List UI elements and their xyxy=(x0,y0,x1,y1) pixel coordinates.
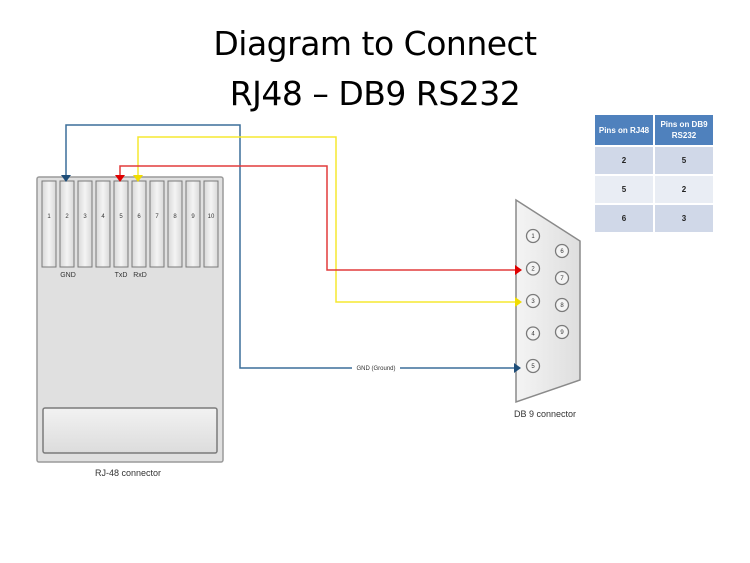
table-header-db9: Pins on DB9 RS232 xyxy=(655,115,713,145)
table-cell-rj48: 6 xyxy=(595,205,653,232)
table-cell-db9: 5 xyxy=(655,147,713,174)
db9-pin-number: 1 xyxy=(531,234,535,240)
rj48-pin-slot xyxy=(113,180,129,268)
table-cell-rj48: 2 xyxy=(595,147,653,174)
rj48-txd-label: TxD xyxy=(115,272,128,279)
rj48-pin-number: 3 xyxy=(83,214,87,220)
rj48-pin-number: 10 xyxy=(208,214,215,220)
wire-txd-arrow-db9 xyxy=(515,265,522,275)
rj48-pin-slot xyxy=(59,180,75,268)
pin-mapping-table: Pins on RJ48 Pins on DB9 RS232 2 5 5 2 6… xyxy=(593,113,715,234)
table-row: 5 2 xyxy=(595,176,713,203)
table-cell-db9: 2 xyxy=(655,176,713,203)
rj48-pin-slot xyxy=(131,180,147,268)
rj48-pin-number: 7 xyxy=(155,214,159,220)
wire-gnd-arrow-db9 xyxy=(514,363,521,373)
db9-pin-number: 5 xyxy=(531,364,535,370)
rj48-connector-label: RJ-48 connector xyxy=(95,468,161,478)
diagram-title-line2: RJ48 – DB9 RS232 xyxy=(229,74,521,113)
rj48-pin-number: 2 xyxy=(65,214,69,220)
rj48-pin-slot xyxy=(167,180,183,268)
db9-pin xyxy=(554,243,570,259)
db9-pin-number: 7 xyxy=(560,276,564,282)
db9-pin xyxy=(525,228,541,244)
db9-pin-number: 6 xyxy=(560,249,564,255)
rj48-pin-slot xyxy=(41,180,57,268)
rj48-pin-number: 8 xyxy=(173,214,177,220)
db9-pin xyxy=(525,326,541,341)
wire-rxd-arrow-rj48 xyxy=(133,175,143,182)
table-row: 2 5 xyxy=(595,147,713,174)
db9-pin xyxy=(525,293,541,309)
db9-pin xyxy=(554,270,570,286)
db9-pin-number: 2 xyxy=(531,267,535,273)
db9-pin xyxy=(525,261,541,276)
rj48-pin-slot xyxy=(185,180,201,268)
table-row: 6 3 xyxy=(595,205,713,232)
table-cell-db9: 3 xyxy=(655,205,713,232)
wires: GND (Ground) xyxy=(61,124,522,373)
db9-pin xyxy=(554,297,570,313)
rj48-pin-number: 9 xyxy=(191,214,195,220)
rj48-connector: 1 2 3 4 5 6 7 8 9 10 GND TxD RxD RJ-48 connector xyxy=(36,176,224,478)
db9-pin-number: 9 xyxy=(560,330,564,336)
db9-pin xyxy=(525,358,541,374)
db9-connector: 1 2 3 4 5 6 7 8 9 DB 9 connector xyxy=(514,198,581,419)
rj48-pin-slot xyxy=(149,180,165,268)
table-cell-rj48: 5 xyxy=(595,176,653,203)
wire-gnd-label: GND (Ground) xyxy=(356,366,395,372)
diagram-title-line1: Diagram to Connect xyxy=(213,24,537,63)
rj48-rxd-label: RxD xyxy=(133,272,147,279)
rj48-pin-slot xyxy=(77,180,93,268)
rj48-gnd-label: GND xyxy=(60,272,76,279)
table-header-rj48: Pins on RJ48 xyxy=(595,115,653,145)
rj48-pin-number: 5 xyxy=(119,214,123,220)
wire-rxd xyxy=(137,136,515,303)
db9-pin-number: 3 xyxy=(531,299,535,305)
wire-rxd-arrow-db9 xyxy=(515,297,522,307)
wire-txd-arrow-rj48 xyxy=(115,175,125,182)
db9-pin-number: 8 xyxy=(560,303,564,309)
db9-pin xyxy=(554,324,570,340)
db9-connector-label: DB 9 connector xyxy=(514,409,576,419)
rj48-pin-number: 6 xyxy=(137,214,141,220)
rj48-pin-slot xyxy=(203,180,219,268)
db9-shell xyxy=(515,198,581,404)
wire-gnd xyxy=(65,124,515,369)
rj48-latch-pad xyxy=(42,407,218,454)
wire-txd xyxy=(119,165,515,271)
wire-gnd-arrow-rj48 xyxy=(61,175,71,182)
rj48-pin-number: 1 xyxy=(47,214,51,220)
db9-pin-number: 4 xyxy=(531,332,535,338)
rj48-pin-number: 4 xyxy=(101,214,105,220)
rj48-pin-slot xyxy=(95,180,111,268)
